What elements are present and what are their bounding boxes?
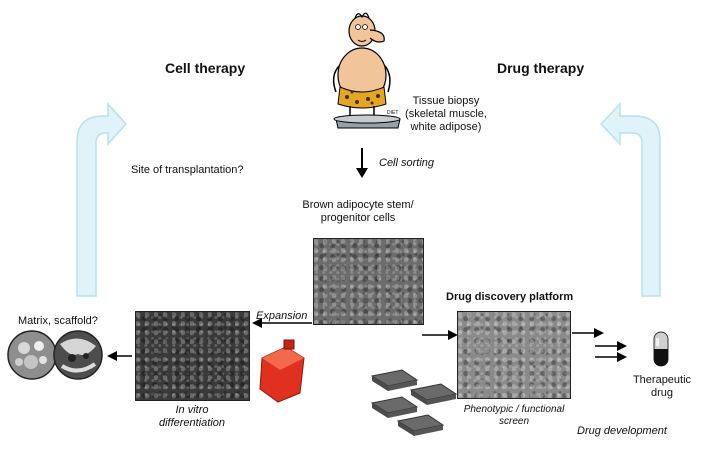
cell-therapy-loop-arrow [76,102,128,297]
drug-therapy-loop-arrow [599,102,661,297]
therapeutic-drug-label: Therapeutic drug [632,374,692,399]
to-drug-arrows [572,328,627,362]
scale-caption: DIET [387,110,399,116]
in-vitro-differentiation-label: In vitro differentiation [158,404,226,429]
tissue-biopsy-label: Tissue biopsy (skeletal muscle, white ad… [405,95,487,133]
culture-flask-icon [259,339,305,403]
progenitor-cells-micrograph [313,238,424,325]
drug-development-label: Drug development [577,425,667,437]
brown-adipocyte-label: Brown adipocyte stem/ progenitor cells [302,199,414,224]
site-of-transplantation-label: Site of transplantation? [131,164,244,176]
person-on-scale-icon [332,12,401,129]
cell-sorting-label: Cell sorting [379,157,435,169]
expansion-label: Expansion [256,310,308,322]
phenotypic-screen-micrograph [457,311,571,399]
multiwell-plates-icon [370,369,458,436]
to-scaffold-arrow [107,351,132,361]
scaffold-sphere-icon [7,330,103,380]
matrix-scaffold-label: Matrix, scaffold? [18,315,98,327]
in-vitro-differentiation-micrograph [135,311,250,401]
cell-sorting-arrow [356,148,368,178]
to-screen-arrow [422,330,458,340]
expansion-arrow [252,318,312,328]
cell-therapy-title: Cell therapy [165,60,246,76]
drug-discovery-platform-label: Drug discovery platform [446,291,574,303]
drug-capsule-icon [653,331,669,367]
drug-therapy-title: Drug therapy [497,60,585,76]
phenotypic-screen-label: Phenotypic / functional screen [463,404,565,427]
